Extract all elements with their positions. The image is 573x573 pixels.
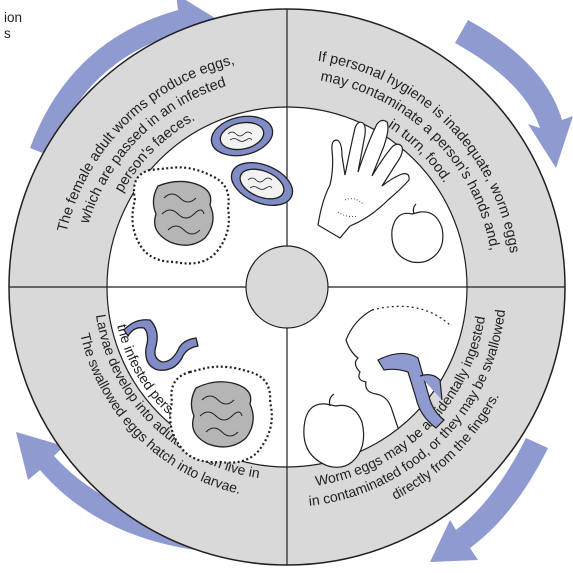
intestines-icon	[170, 367, 272, 463]
center-hub	[246, 246, 328, 328]
intestines-icon	[132, 167, 228, 263]
